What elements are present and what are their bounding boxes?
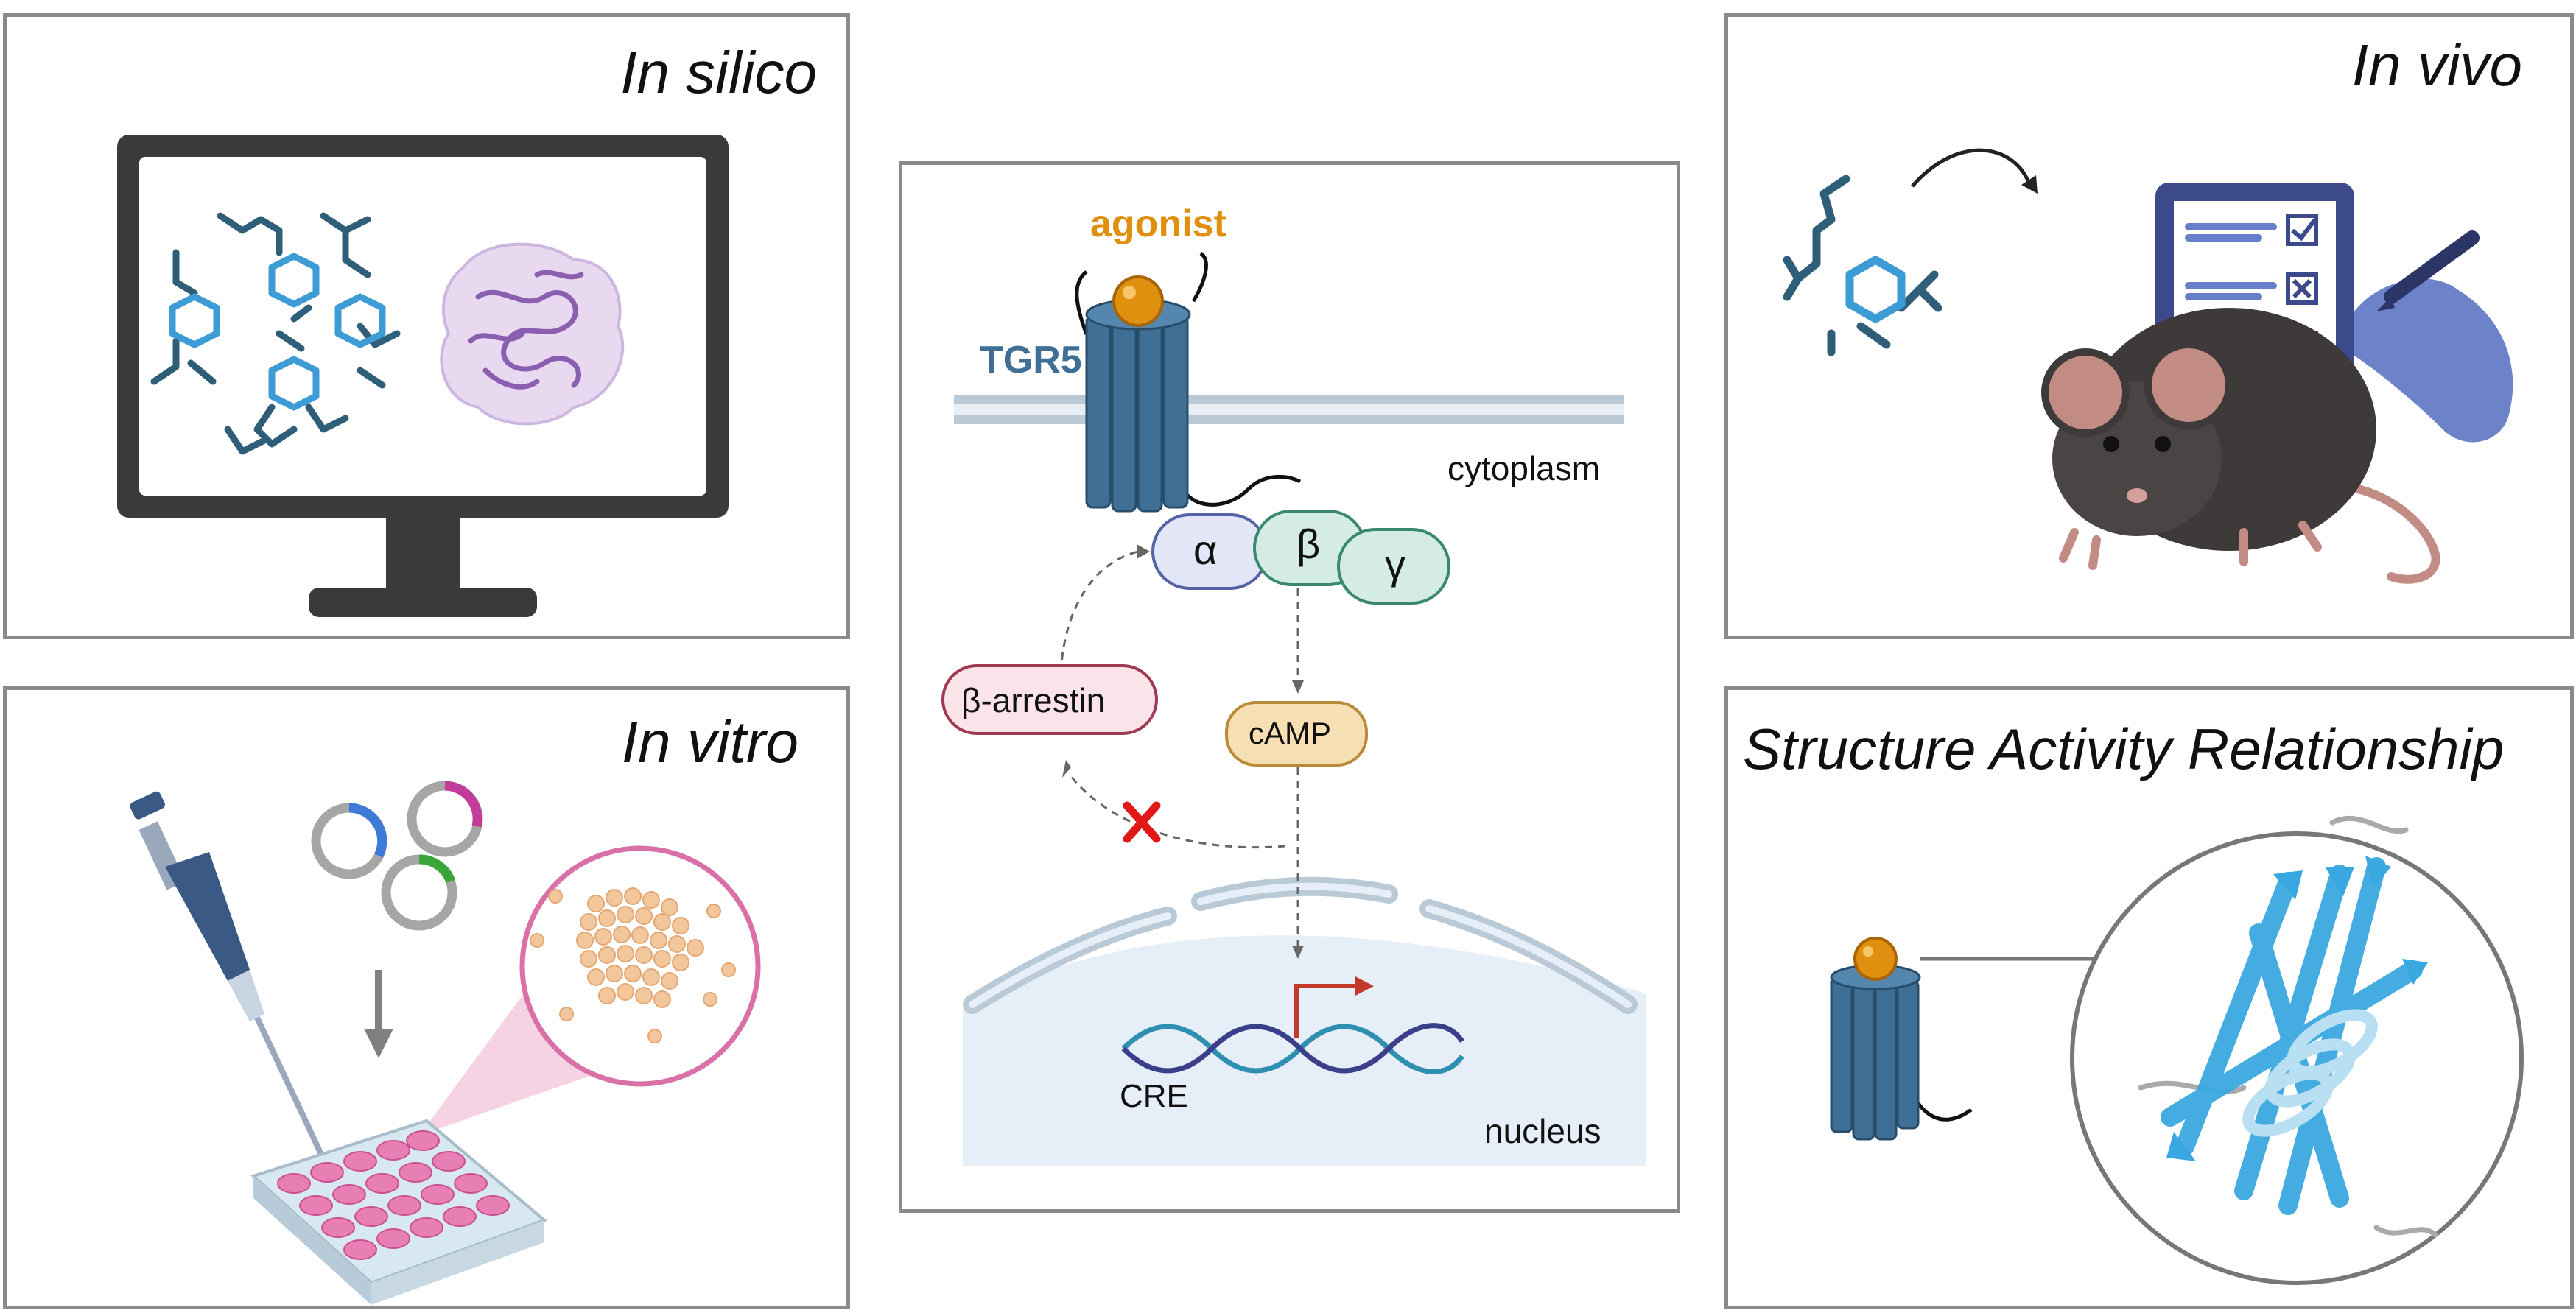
dose-arrow <box>1911 148 2032 188</box>
in-vitro-title: In vitro <box>621 709 799 775</box>
beta-label: β <box>1296 521 1321 567</box>
in-vivo-panel: In vivo <box>1724 13 2574 639</box>
agonist-label: agonist <box>1090 203 1226 245</box>
dna-helix-icon <box>1121 1023 1464 1074</box>
nucleus-label: nucleus <box>1484 1112 1601 1150</box>
tgr5-label: TGR5 <box>980 339 1082 381</box>
cell-culture-magnified <box>519 845 761 1087</box>
cell-membrane <box>954 395 1624 424</box>
sar-illustration <box>1830 815 2524 1285</box>
tgr5-pathway-panel: agonist TGR5 cytoplasm α β γ β-arrestin … <box>899 161 1680 1213</box>
g-protein-icon <box>1151 510 1450 605</box>
plasmid-icons <box>311 781 483 931</box>
gamma-label: γ <box>1385 541 1405 588</box>
in-silico-title: In silico <box>620 40 817 105</box>
protein-structure-icon <box>440 242 625 426</box>
cell-cluster-icon <box>530 887 736 1043</box>
ligand-ball-icon <box>1853 937 1898 981</box>
transcription-start-icon <box>1294 976 1374 1038</box>
camp-label: cAMP <box>1249 716 1332 750</box>
in-vitro-panel: In vitro <box>3 686 850 1309</box>
agonist-ball-icon <box>1112 275 1164 327</box>
alpha-label: α <box>1193 527 1218 573</box>
well-plate-icon <box>250 1119 547 1305</box>
cre-label: CRE <box>1120 1078 1188 1114</box>
tgr5-receptor-icon <box>1075 251 1302 513</box>
cell-assay-illustration <box>130 781 761 1305</box>
in-silico-panel: In silico <box>3 13 850 639</box>
in-vivo-title: In vivo <box>2351 32 2522 98</box>
arrestin-block-arrow <box>1067 772 1286 849</box>
arrestin-to-g-arrow <box>1059 550 1139 674</box>
g-gamma-subunit <box>1337 528 1450 605</box>
receptor-ligand-icon <box>1830 937 1973 1141</box>
monitor-screen <box>139 157 706 496</box>
sar-title: Structure Activity Relationship <box>1743 717 2505 781</box>
cytoplasm-label: cytoplasm <box>1447 449 1601 487</box>
writing-hand-icon <box>2354 230 2513 443</box>
monitor-stand-neck <box>386 518 460 591</box>
monitor-stand-base <box>309 588 537 617</box>
beta-arrestin-node <box>941 664 1158 735</box>
mouse-study-illustration <box>1783 148 2513 584</box>
block-x-icon <box>1123 801 1161 843</box>
beta-arrestin-label: β-arrestin <box>961 681 1106 719</box>
tgr5-signaling-diagram <box>941 251 1646 1166</box>
drug-molecule-icon <box>1783 175 1942 356</box>
sar-panel: Structure Activity Relationship <box>1724 686 2574 1309</box>
down-arrow-icon <box>364 970 393 1058</box>
mouse-icon <box>2041 308 2440 584</box>
camp-node <box>1225 701 1368 767</box>
pipette-icon <box>130 791 345 1200</box>
small-molecules-icon <box>150 212 401 455</box>
protein-ribbon-icon <box>2138 815 2438 1238</box>
computer-screen-illustration <box>117 135 729 617</box>
